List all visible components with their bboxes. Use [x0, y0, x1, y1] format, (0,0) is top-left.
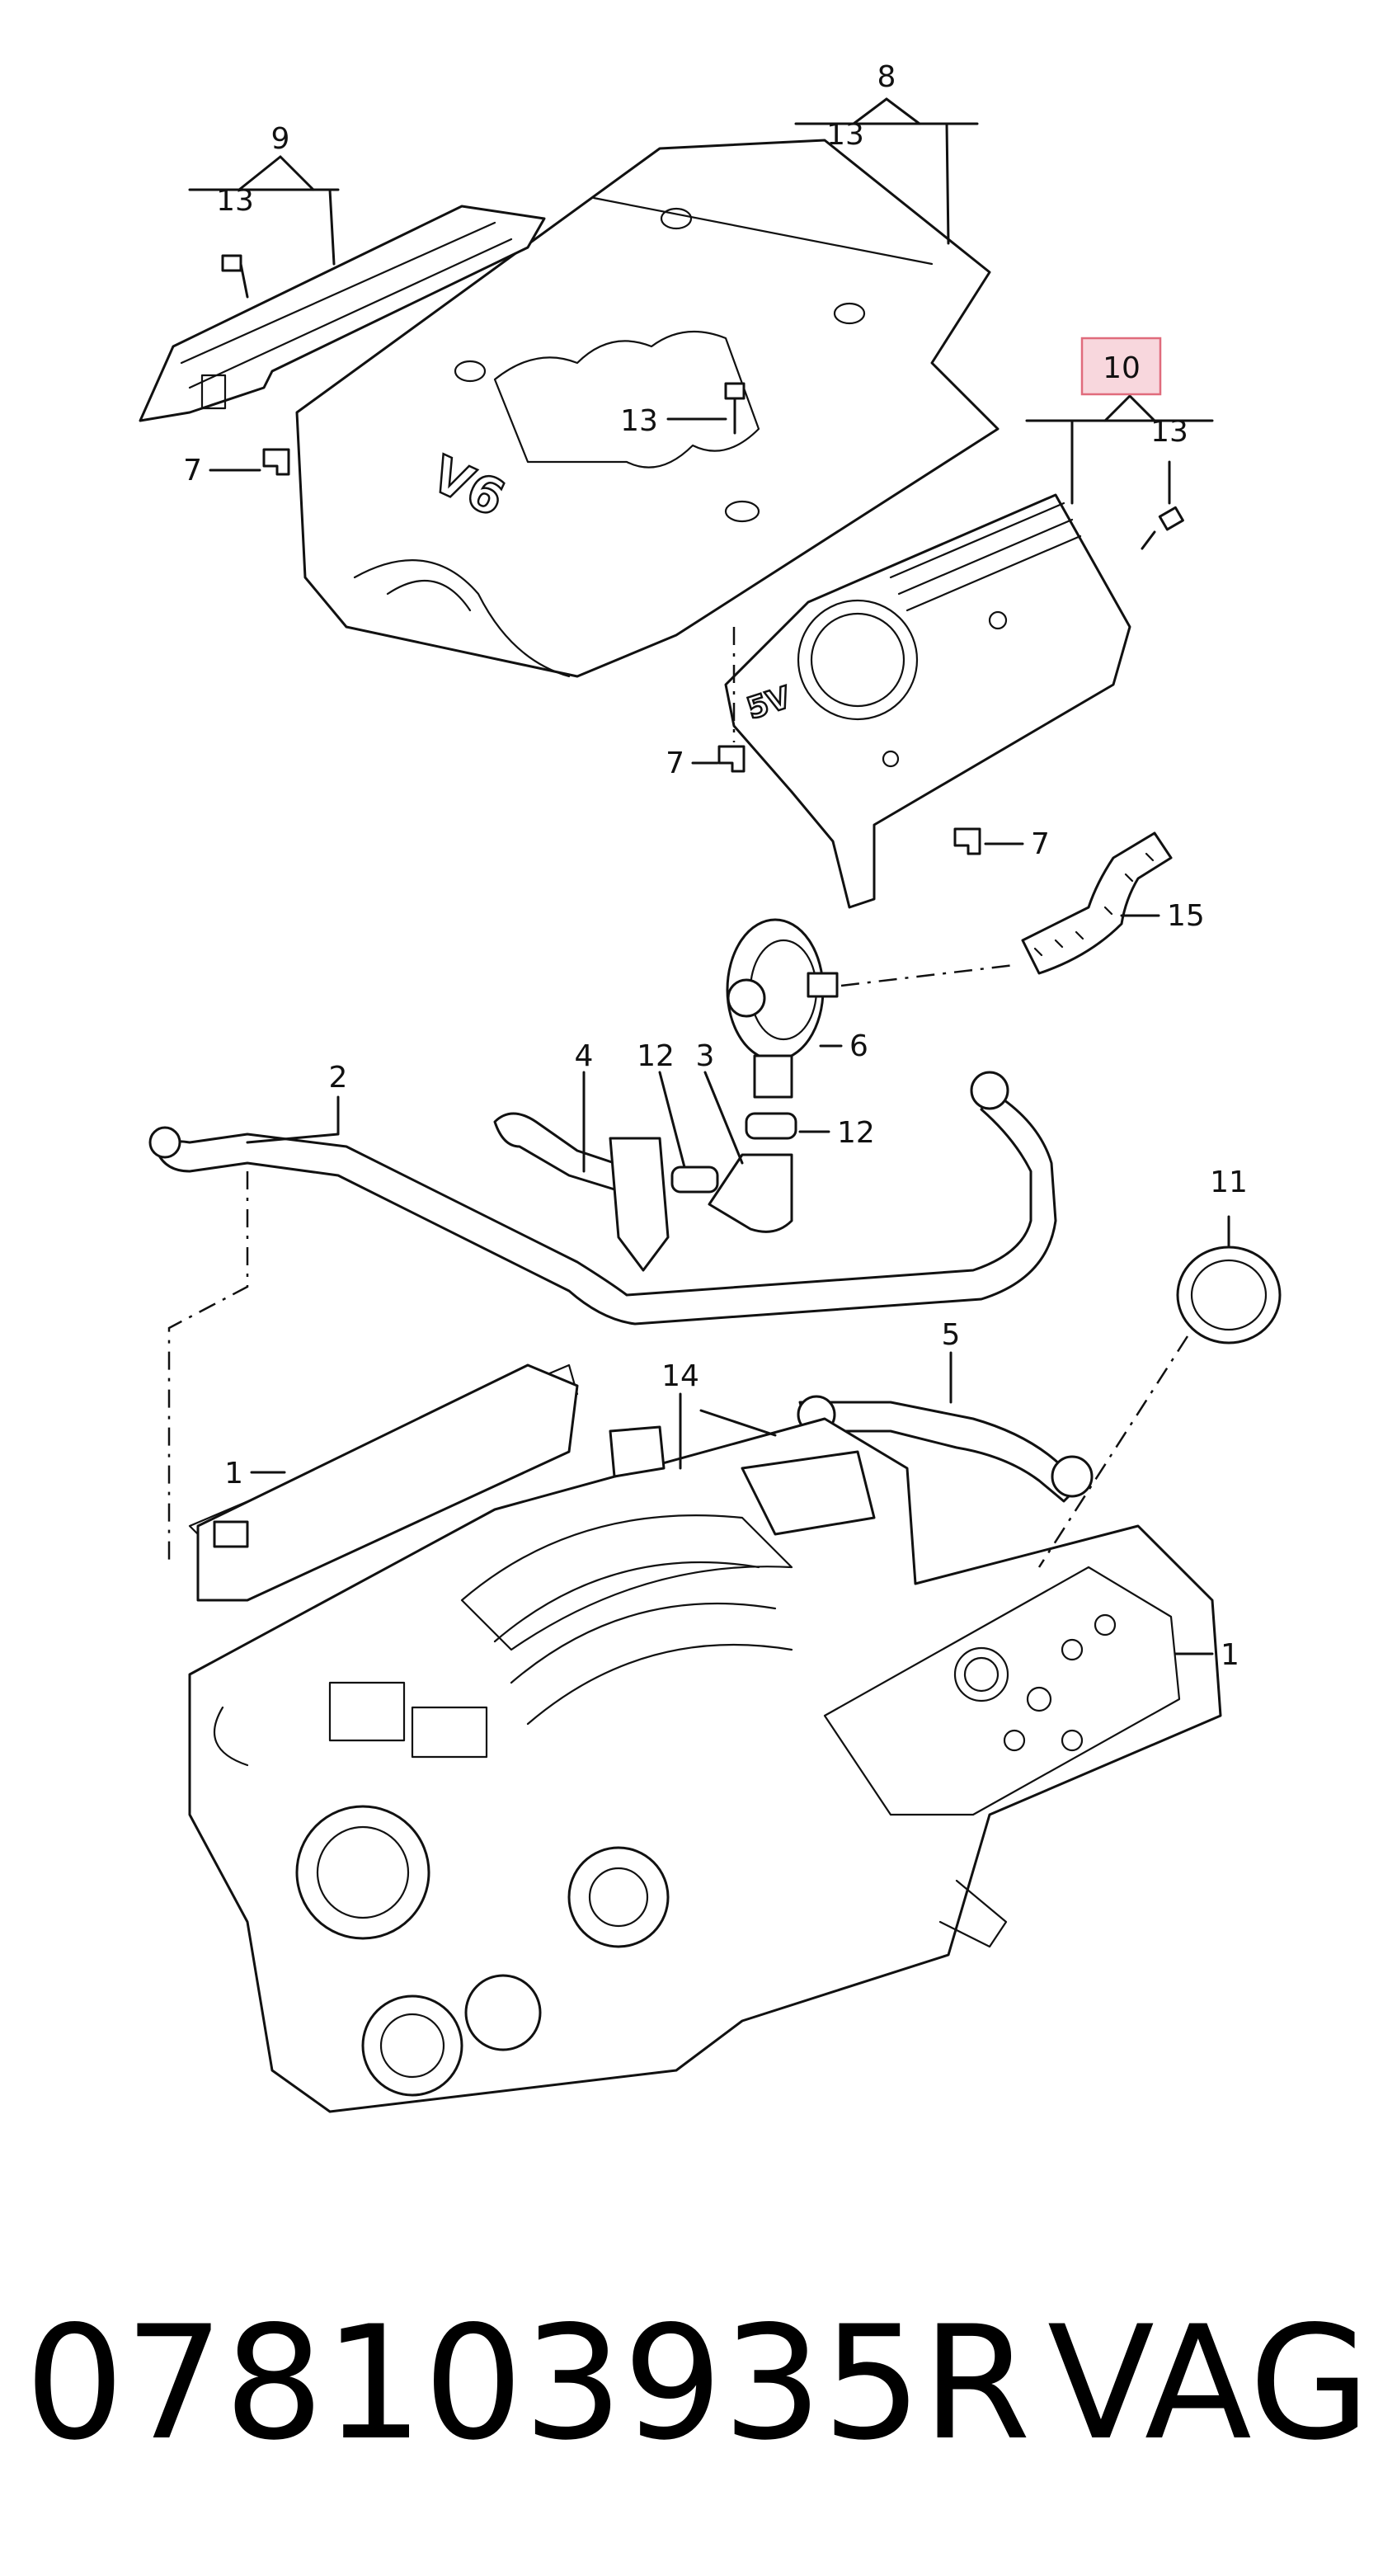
clamp-12-b	[670, 1166, 719, 1194]
engine-cover-8: V6	[295, 139, 1000, 678]
callout-7-c: 7	[1031, 827, 1050, 861]
callout-13-mid: 13	[620, 404, 658, 438]
hose-4	[493, 1112, 670, 1272]
callout-3: 3	[696, 1039, 715, 1073]
brand-text: VAG	[1047, 2292, 1371, 2475]
callout-12-right: 12	[837, 1116, 875, 1150]
hose-2	[148, 1071, 1057, 1326]
hose-3	[708, 1153, 793, 1233]
caption-bar: 078103935R VAG	[0, 2260, 1397, 2508]
callout-5: 5	[942, 1318, 961, 1352]
clip-7-b	[717, 745, 746, 773]
callout-11: 11	[1210, 1166, 1248, 1199]
callout-labels: 8 13 9 13 13 10 13 7 7 7 15 6 12 2 4 12 …	[183, 60, 1248, 1672]
engine-block	[188, 1363, 1222, 2113]
callout-10: 10	[1103, 351, 1141, 385]
callout-13-cover: 13	[826, 118, 864, 152]
exploded-parts-diagram: V6 5V	[139, 60, 1282, 2113]
gasket-11	[1176, 1246, 1282, 1345]
callout-7-a: 7	[183, 454, 202, 487]
leader-lines	[188, 97, 1230, 1655]
hose-15	[1021, 831, 1173, 975]
callout-1-right: 1	[1221, 1638, 1239, 1672]
bolt-13-b	[724, 382, 746, 435]
callout-7-b: 7	[666, 746, 684, 780]
callout-12-left: 12	[637, 1039, 675, 1073]
callout-4: 4	[575, 1039, 594, 1073]
cylinder-cover-10: 5V	[724, 493, 1131, 909]
dash-lines	[167, 627, 1189, 1568]
callout-14: 14	[661, 1359, 699, 1393]
bolt-13-a	[221, 254, 249, 299]
part-number-text: 078103935R	[25, 2292, 1031, 2475]
callout-1-left: 1	[224, 1457, 243, 1491]
callout-13-right: 13	[1150, 415, 1188, 449]
hose-5	[797, 1395, 1094, 1503]
valve-6	[726, 918, 839, 1099]
vent-housing-1-left	[196, 1363, 579, 1602]
bolt-13-c	[1141, 506, 1184, 550]
callout-9: 9	[271, 122, 290, 156]
callout-10-highlight	[1080, 337, 1162, 396]
callout-6: 6	[849, 1029, 868, 1063]
clip-7-c	[953, 827, 981, 855]
callout-13-left: 13	[216, 184, 254, 218]
clamp-12-a	[745, 1112, 797, 1140]
fitting-14	[609, 1425, 876, 1536]
clip-7-a	[262, 448, 290, 476]
callout-15: 15	[1167, 899, 1205, 933]
callout-2: 2	[329, 1061, 348, 1095]
callout-8: 8	[877, 60, 896, 94]
side-cover-9	[139, 205, 546, 422]
